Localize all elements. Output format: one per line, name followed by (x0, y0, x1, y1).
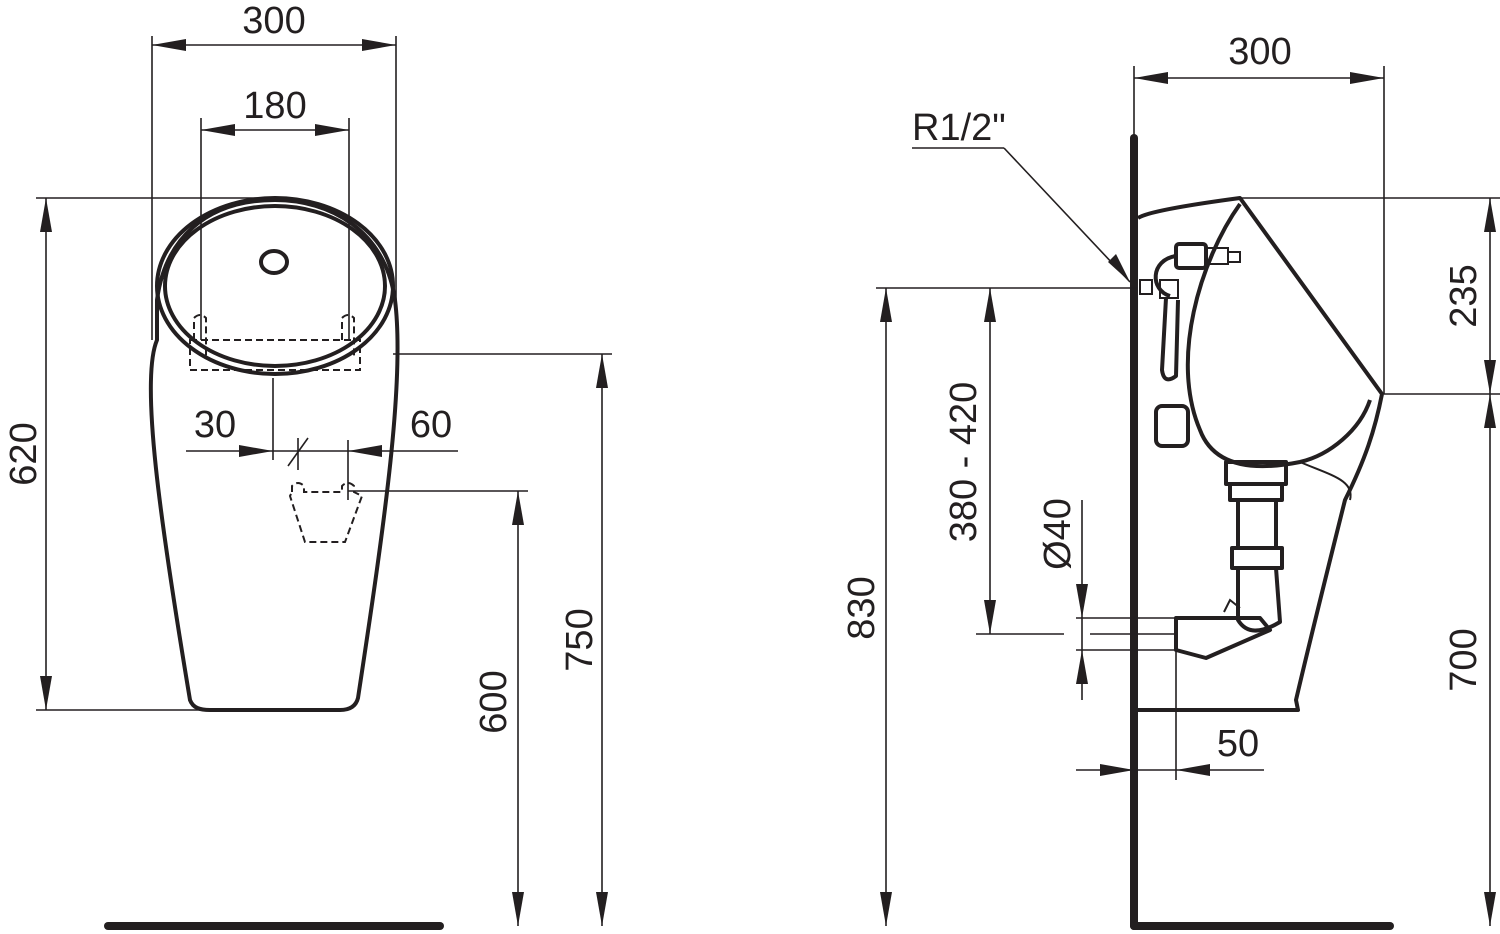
front-dim-top-height: 750 (559, 608, 601, 671)
front-hidden-bracket-left (193, 314, 207, 356)
front-dim-inlet-spacing: 180 (243, 85, 306, 127)
front-bowl-rim-outer (155, 196, 395, 376)
front-dim-overall-height: 620 (3, 422, 45, 485)
front-body-outline (148, 198, 400, 712)
side-drain-pipe (1174, 616, 1272, 660)
side-dim-top-offset: 235 (1443, 264, 1485, 327)
side-bowl-inner (1185, 202, 1372, 469)
side-valve-hose (1160, 297, 1180, 382)
side-body-outline (1136, 196, 1384, 712)
side-view: R1/2" 300 235 700 830 380 - 420 (841, 31, 1500, 930)
side-trap-bend (1236, 567, 1282, 633)
side-wall-bracket (1154, 404, 1190, 448)
front-inlet-hole (259, 249, 289, 275)
side-dim-rim-height: 700 (1443, 628, 1485, 691)
front-dim-offset-right: 60 (410, 404, 452, 446)
side-dim-thread: R1/2" (912, 107, 1006, 149)
side-dim-total-height: 830 (841, 576, 883, 639)
front-bowl-rim-inner (163, 204, 387, 368)
side-dim-inlet-range: 380 - 420 (943, 382, 985, 543)
side-dim-depth: 300 (1228, 31, 1291, 73)
front-hidden-bracket-right (341, 314, 355, 356)
front-hidden-outlet (288, 482, 364, 543)
front-hidden-bracket-band (189, 339, 361, 371)
side-valve-elbow (1153, 254, 1177, 298)
side-dim-drain-diameter: Ø40 (1037, 498, 1079, 570)
side-bowl-edge (1299, 461, 1352, 501)
front-dim-width-outer: 300 (242, 0, 305, 42)
side-valve-body (1174, 242, 1208, 270)
front-view: 300 180 620 30 60 600 (3, 0, 612, 930)
front-dim-offset-left: 30 (194, 404, 236, 446)
side-dim-wall-gap: 50 (1217, 723, 1259, 765)
front-dim-outlet-height: 600 (473, 670, 515, 733)
